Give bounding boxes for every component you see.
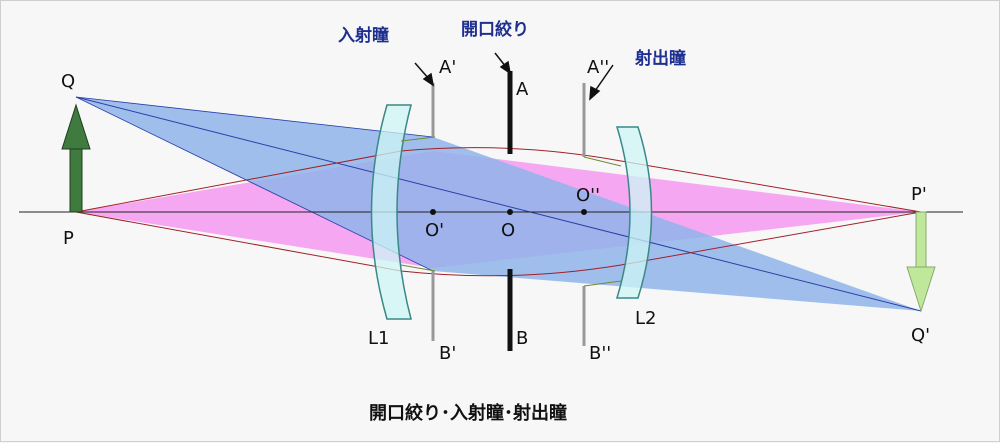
point-O-ent [430, 209, 436, 215]
callout-arrows [414, 52, 614, 101]
label-L2: L2 [635, 308, 656, 329]
label-P-img: P' [911, 184, 927, 205]
label-A-exit: A'' [587, 57, 609, 78]
callout-entrance-pupil: 入射瞳 [338, 25, 389, 46]
label-L1: L1 [368, 328, 389, 349]
label-B-stop: B [516, 328, 528, 349]
label-B-ent: B' [439, 343, 456, 364]
construction-marks [400, 136, 622, 287]
point-O-exit [581, 209, 587, 215]
chief-ray [75, 96, 922, 312]
label-O-exit: O'' [576, 185, 600, 206]
point-O [507, 209, 513, 215]
diagram-caption: 開口絞り･入射瞳･射出瞳 [369, 402, 567, 424]
label-O-ent: O' [425, 220, 444, 241]
lens-L2 [615, 126, 653, 299]
label-Q: Q [61, 71, 75, 92]
callout-exit-pupil: 射出瞳 [634, 48, 686, 69]
ray-Q-upper [75, 96, 434, 138]
label-P: P [63, 228, 74, 249]
object-arrow [61, 103, 91, 213]
label-A-stop: A [516, 79, 529, 100]
callout-aperture-stop: 開口絞り [461, 19, 529, 40]
label-A-ent: A' [439, 57, 456, 78]
label-Q-img: Q' [911, 325, 930, 346]
lens-L1 [370, 104, 412, 320]
image-arrow [906, 211, 936, 313]
label-B-exit: B'' [589, 343, 611, 364]
label-O: O [501, 220, 515, 241]
